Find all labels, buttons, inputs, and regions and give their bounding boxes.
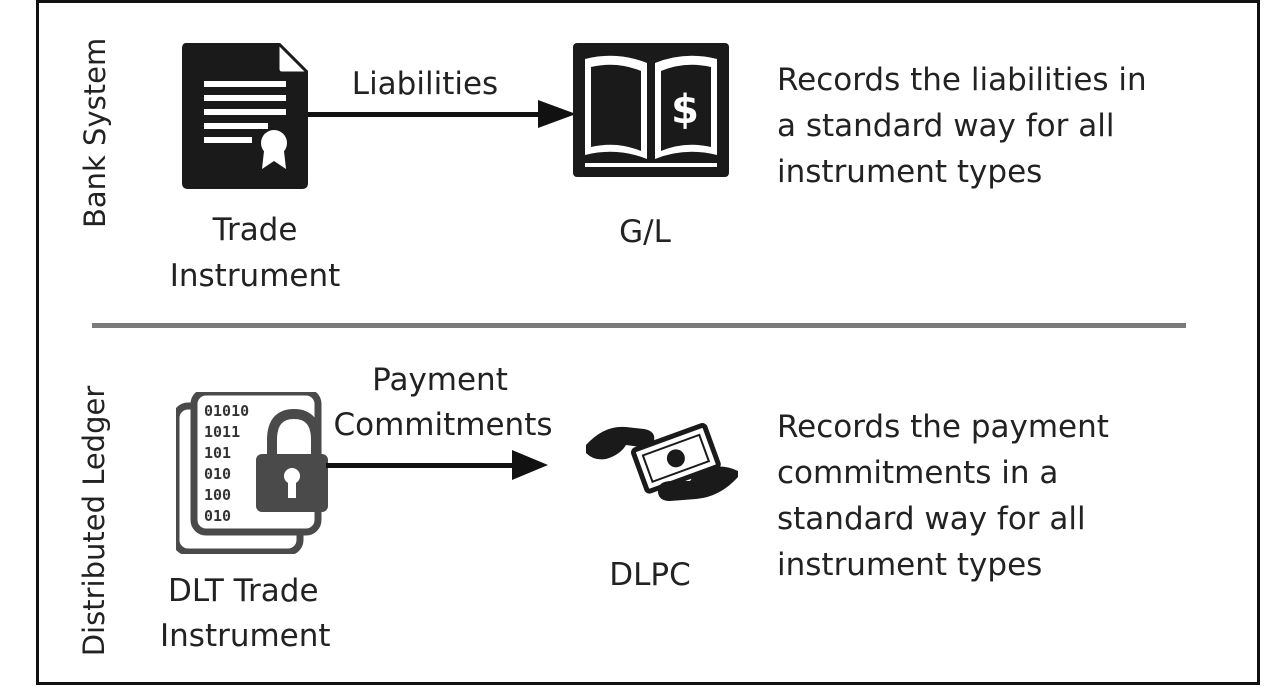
binary-document-lock-icon: 01010 1011 101 010 100 010: [176, 392, 328, 554]
section-label-dlt: Distributed Ledger: [77, 385, 111, 657]
dlt-instrument-label-2: Instrument: [160, 618, 331, 654]
bank-description-line: Records the liabilities in: [777, 62, 1147, 98]
arrow-payment-commitments: [326, 450, 548, 480]
trade-instrument-label-2: Instrument: [169, 258, 341, 294]
binary-line: 010: [204, 465, 231, 483]
dlt-description: Records the payment commitments in a sta…: [777, 404, 1109, 588]
bank-description-line: a standard way for all: [777, 108, 1115, 144]
gl-label: G/L: [619, 214, 671, 250]
arrow-label-commitments: Commitments: [333, 407, 553, 443]
trade-instrument-label-1: Trade: [212, 212, 298, 248]
binary-line: 010: [204, 507, 231, 525]
arrow-label-liabilities: Liabilities: [351, 66, 499, 102]
binary-line: 100: [204, 486, 231, 504]
dlt-description-line: commitments in a: [777, 455, 1059, 491]
dlt-description-line: standard way for all: [777, 501, 1086, 537]
bank-description: Records the liabilities in a standard wa…: [777, 57, 1147, 195]
dlt-instrument-label-1: DLT Trade: [168, 573, 319, 609]
binary-line: 101: [204, 444, 231, 462]
ledger-book-dollar-icon: $: [573, 43, 729, 177]
binary-line: 01010: [204, 402, 249, 420]
arrow-label-payment: Payment: [372, 362, 508, 398]
svg-text:$: $: [671, 87, 699, 133]
section-divider: [92, 323, 1186, 328]
dlt-description-line: instrument types: [777, 547, 1043, 583]
dlpc-label: DLPC: [609, 557, 691, 593]
binary-line: 1011: [204, 423, 240, 441]
section-label-bank: Bank System: [78, 37, 112, 228]
hands-exchanging-money-icon: [586, 422, 738, 501]
certificate-document-icon: [182, 43, 308, 189]
dlt-description-line: Records the payment: [777, 409, 1109, 445]
bank-description-line: instrument types: [777, 154, 1043, 190]
arrow-liabilities: [308, 100, 576, 128]
